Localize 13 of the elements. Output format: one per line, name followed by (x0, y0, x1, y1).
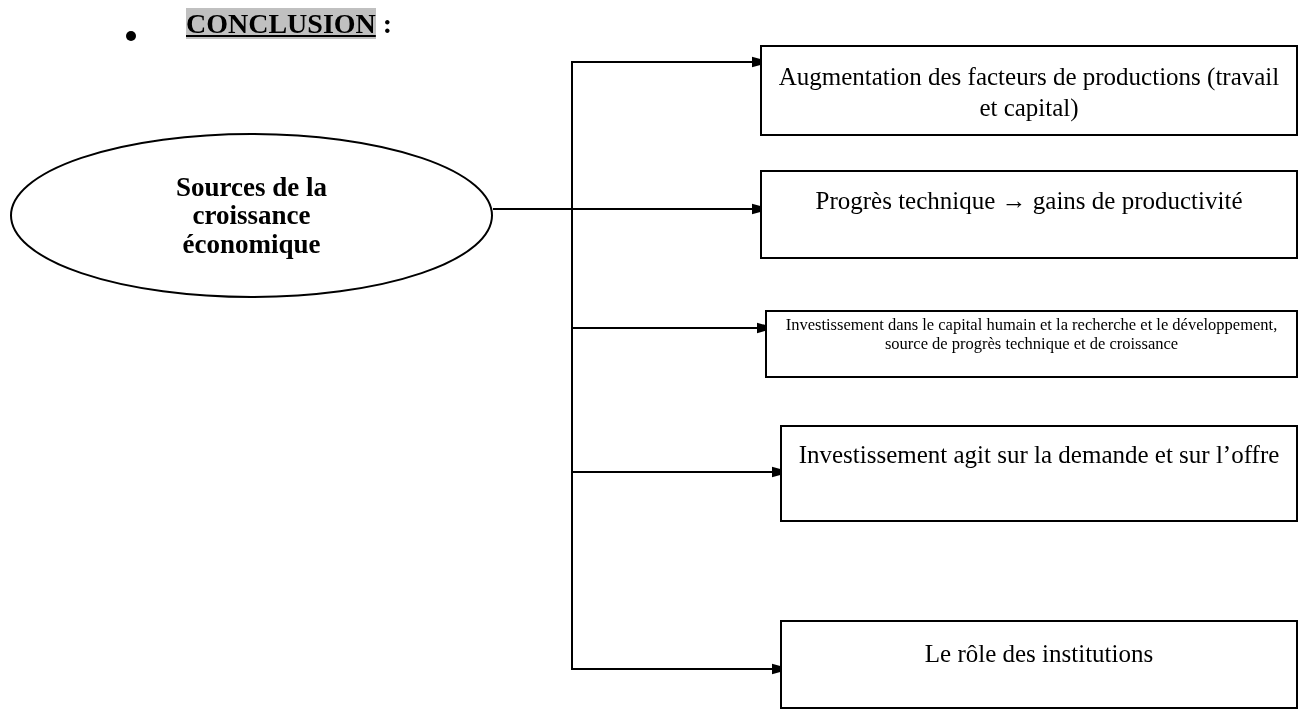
text-box (760, 170, 1298, 259)
title: CONCLUSION : (186, 8, 393, 40)
node-text: Investissement agit sur la demande et sur l’offre (797, 440, 1281, 470)
node-heading: Sources de la croissance économique (175, 173, 328, 258)
node-text: Investissement dans le capital humain et la recherche et le développement, source de progrès technique et de croissance (784, 316, 1279, 354)
text-box (780, 425, 1298, 522)
ellipse-node (10, 133, 493, 298)
text-box (780, 620, 1298, 709)
text-box (765, 310, 1298, 378)
text-box (760, 45, 1298, 136)
node-text: Augmentation des facteurs de productions (travail et capital) (777, 62, 1281, 124)
node-text: Le rôle des institutions (923, 639, 1155, 669)
node-text: Progrès technique → gains de productivité (814, 186, 1244, 216)
